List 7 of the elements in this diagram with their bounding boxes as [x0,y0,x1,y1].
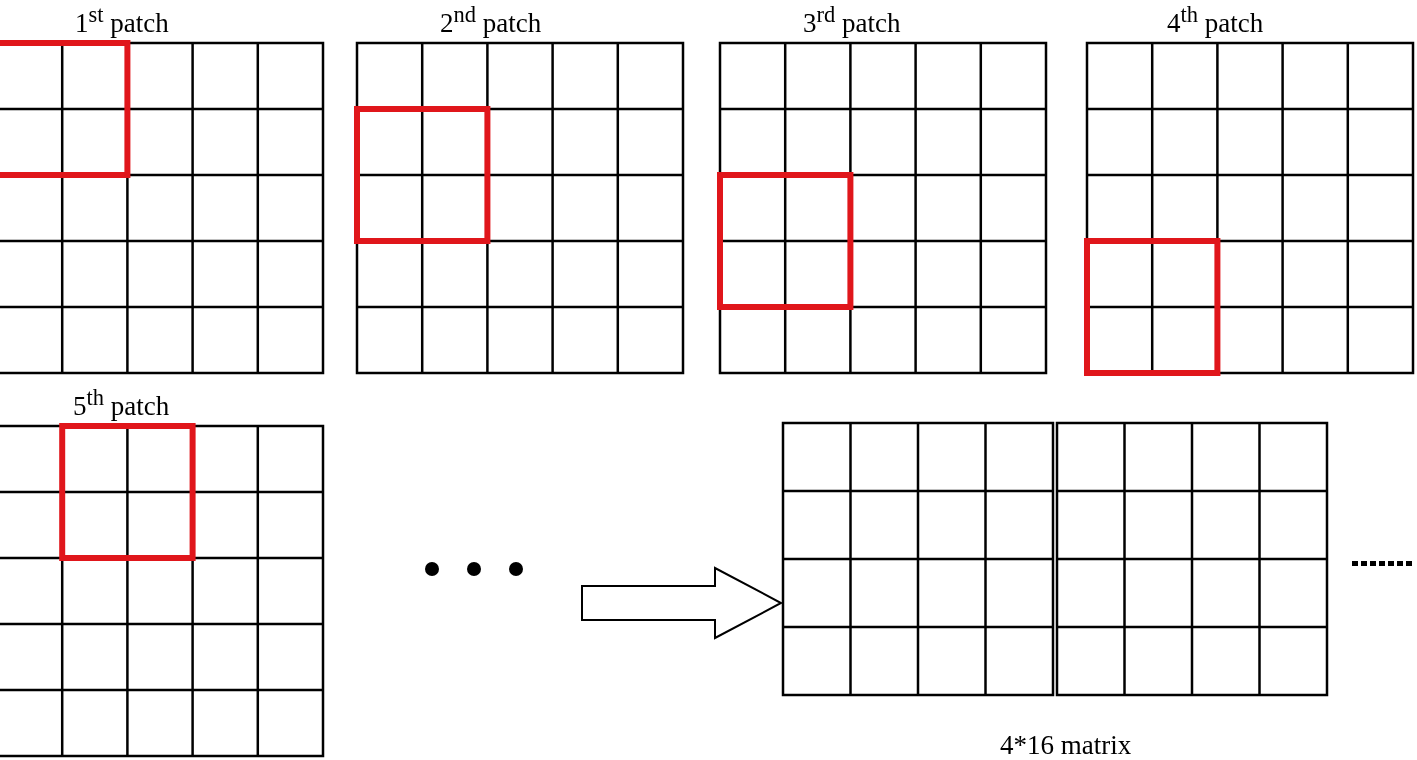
patch-title: 1$^{st}$ patch [75,1,169,38]
block-arrow [581,566,784,640]
patch-title: 4$^{th}$ patch [1167,1,1264,38]
patch-title: 5$^{th}$ patch [73,384,170,421]
patch-title: 2$^{nd}$ patch [440,1,542,38]
patch-title: 3$^{rd}$ patch [803,1,901,38]
matrix-caption: 4*16 matrix [1000,730,1132,760]
